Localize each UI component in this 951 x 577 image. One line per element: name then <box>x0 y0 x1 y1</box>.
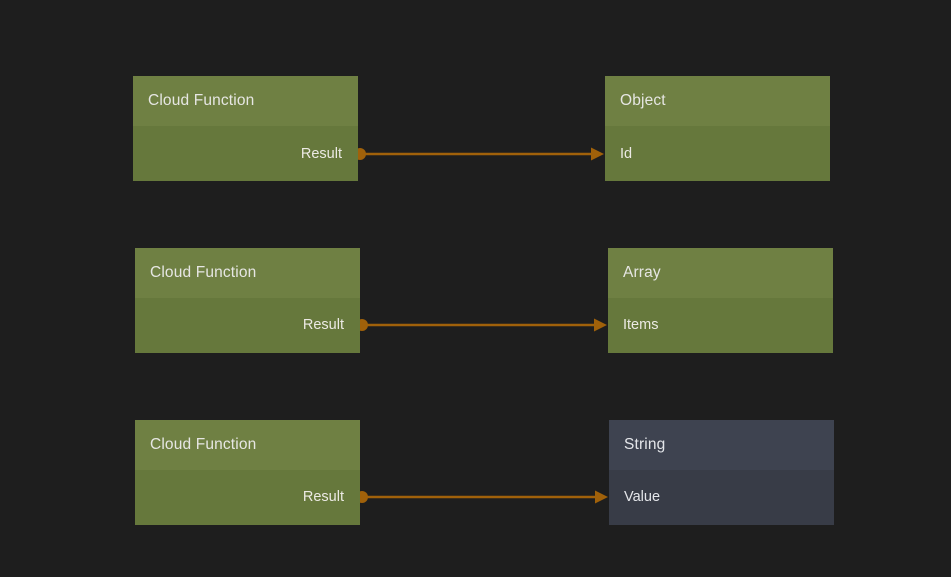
port-row-in[interactable]: Items <box>608 314 833 336</box>
node-body: Items <box>608 298 833 353</box>
node-header[interactable]: Cloud Function <box>135 248 360 298</box>
node-header[interactable]: Cloud Function <box>135 420 360 470</box>
connection-edge-result-id[interactable] <box>354 147 604 161</box>
node-title: Cloud Function <box>150 436 257 453</box>
node-body: Value <box>609 470 834 525</box>
port-row-out[interactable]: Result <box>135 486 360 508</box>
node-body: Id <box>605 126 830 181</box>
port-label: Result <box>300 146 342 162</box>
port-label: Result <box>302 489 344 505</box>
node-body: Result <box>135 470 360 525</box>
node-header[interactable]: Array <box>608 248 833 298</box>
node-title: Cloud Function <box>148 92 255 109</box>
port-row-out[interactable]: Result <box>133 143 358 165</box>
port-row-in[interactable]: Id <box>605 143 830 165</box>
port-label: Id <box>620 146 633 162</box>
node-title: Cloud Function <box>150 264 257 281</box>
connection-edge-result-value[interactable] <box>356 490 608 504</box>
node-title: Object <box>620 92 666 109</box>
node-title: Array <box>623 264 661 281</box>
port-row-out[interactable]: Result <box>135 314 360 336</box>
port-label: Result <box>302 317 344 333</box>
port-label: Items <box>623 317 659 333</box>
input-port-arrowhead[interactable] <box>591 147 604 161</box>
port-label: Value <box>624 489 661 505</box>
connection-edge-result-items[interactable] <box>356 318 607 332</box>
node-title: String <box>624 436 666 453</box>
node-header[interactable]: Object <box>605 76 830 126</box>
node-header[interactable]: Cloud Function <box>133 76 358 126</box>
node-body: Result <box>135 298 360 353</box>
input-port-arrowhead[interactable] <box>595 490 608 504</box>
node-body: Result <box>133 126 358 181</box>
input-port-arrowhead[interactable] <box>594 318 607 332</box>
node-header[interactable]: String <box>609 420 834 470</box>
port-row-in[interactable]: Value <box>609 486 834 508</box>
